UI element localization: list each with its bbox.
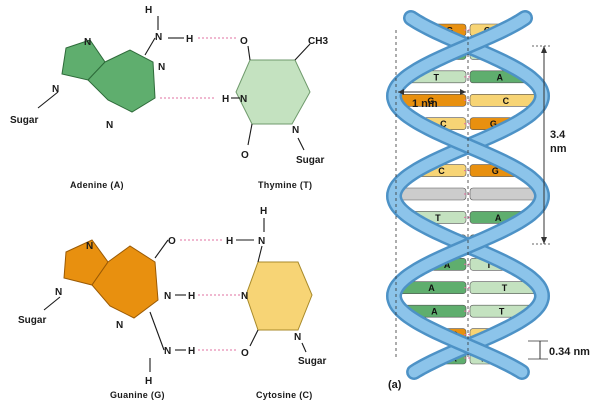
rung-left-letter: A <box>444 260 451 270</box>
cytosine-sugar-label: Sugar <box>298 356 326 367</box>
rung-right-letter: A <box>497 72 504 82</box>
guanine-n2-h: H <box>188 346 195 357</box>
cytosine-name: Cytosine (C) <box>256 390 313 400</box>
thymine-methyl: CH3 <box>308 36 328 47</box>
turn-label-unit: nm <box>550 143 567 155</box>
thymine-ring <box>235 59 311 125</box>
adenine-name: Adenine (A) <box>70 180 124 190</box>
adenine-n1: N <box>158 62 165 73</box>
rung-right-base <box>469 187 543 201</box>
rung-right-letter: G <box>490 119 497 129</box>
cytosine-n1: N <box>294 332 301 343</box>
thymine-sugar-label: Sugar <box>296 155 324 166</box>
rung-right-letter: G <box>492 166 499 176</box>
rung-left-letter: C <box>440 119 447 129</box>
rise-label: 0.34 nm <box>549 346 590 358</box>
adenine-amino-n: N <box>155 32 162 43</box>
cytosine-n4: N <box>258 236 265 247</box>
rung-right-letter: T <box>499 307 505 317</box>
rung-right-letter: T <box>502 283 508 293</box>
width-label: 1 nm <box>412 98 438 110</box>
adenine-thymine-pair: N N N N Sugar N H H H N O CH3 N O Sugar … <box>10 5 328 190</box>
rung-left-letter: A <box>431 307 438 317</box>
adenine-amino-h: H <box>186 34 193 45</box>
rung-right-letter: A <box>495 213 502 223</box>
cytosine-n4-h: H <box>226 236 233 247</box>
thymine-name: Thymine (T) <box>258 180 312 190</box>
thymine-n3: N <box>240 94 247 105</box>
adenine-n9: N <box>52 84 59 95</box>
guanine-n1: N <box>164 291 171 302</box>
guanine-six-ring <box>91 245 159 319</box>
rung-left-base <box>393 187 467 201</box>
thymine-n3-h: H <box>222 94 229 105</box>
cytosine-n4-h-top: H <box>260 206 267 217</box>
guanine-n9: N <box>55 287 62 298</box>
guanine-n7: N <box>86 241 93 252</box>
guanine-n1-h: H <box>188 291 195 302</box>
backbone-strand-2-inner <box>388 12 548 378</box>
rung-left-letter: T <box>433 72 439 82</box>
thymine-n1: N <box>292 125 299 136</box>
thymine-o2: O <box>241 150 249 161</box>
guanine-cytosine-pair: N N N Sugar O N H N H H N N H H O N <box>18 206 326 400</box>
guanine-n2: N <box>164 346 171 357</box>
rung-right-letter: T <box>486 260 492 270</box>
base-pair-rung <box>393 187 543 201</box>
adenine-amino-h-top: H <box>145 5 152 16</box>
cytosine-o2: O <box>241 348 249 359</box>
guanine-name: Guanine (G) <box>110 390 165 400</box>
guanine-n2-h-bottom: H <box>145 376 152 387</box>
turn-label-value: 3.4 <box>550 129 566 141</box>
adenine-n7: N <box>84 37 91 48</box>
rung-left-letter: T <box>435 213 441 223</box>
guanine-n3: N <box>116 320 123 331</box>
thymine-o4: O <box>240 36 248 47</box>
panel-label: (a) <box>388 379 402 391</box>
rung-left-letter: G <box>427 96 434 106</box>
rung-left-letter: A <box>428 283 435 293</box>
sugar-phosphate-backbones <box>385 10 551 380</box>
cytosine-n3: N <box>241 291 248 302</box>
adenine-sugar-label: Sugar <box>10 115 38 126</box>
backbone-strand-1-inner <box>388 12 548 378</box>
cytosine-ring <box>245 261 313 331</box>
guanine-sugar-label: Sugar <box>18 315 46 326</box>
adenine-n3: N <box>106 120 113 131</box>
adenine-six-ring <box>87 49 156 113</box>
rung-right-letter: C <box>503 96 510 106</box>
rung-left-letter: C <box>438 166 445 176</box>
guanine-o6: O <box>168 236 176 247</box>
